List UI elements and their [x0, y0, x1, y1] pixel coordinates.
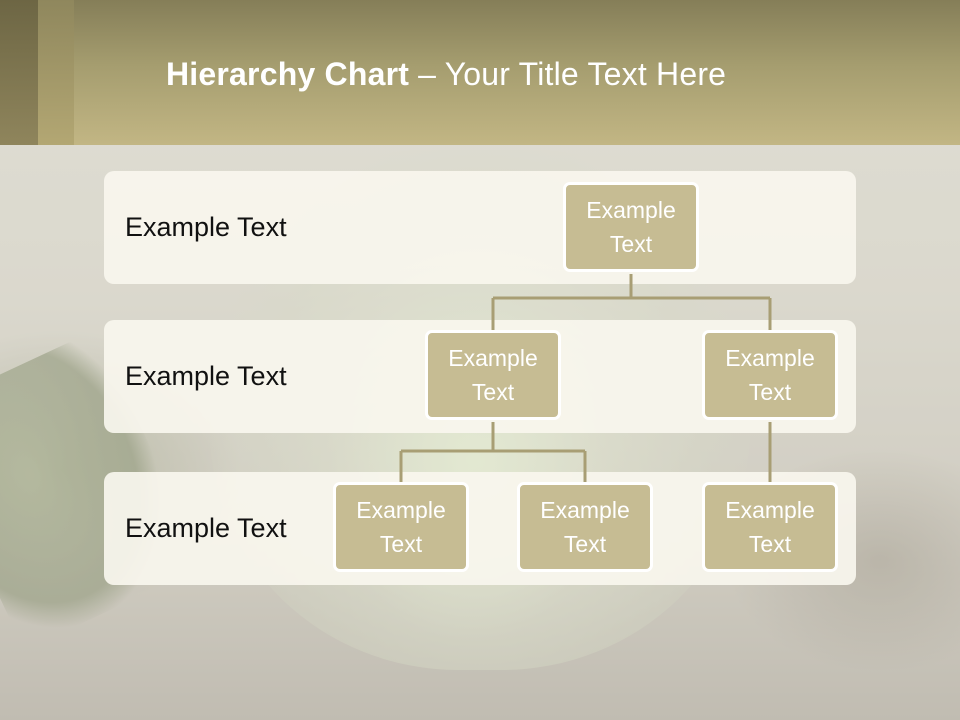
level-label-2[interactable]: Example Text: [125, 361, 287, 391]
node-leaf-3-label: Example Text: [725, 497, 815, 557]
title-bar: Hierarchy Chart – Your Title Text Here: [0, 0, 960, 145]
node-leaf-3[interactable]: Example Text: [702, 482, 838, 572]
slide-title-rest: – Your Title Text Here: [409, 56, 727, 92]
node-leaf-2-label: Example Text: [540, 497, 630, 557]
node-mid-right[interactable]: Example Text: [702, 330, 838, 420]
level-label-1[interactable]: Example Text: [125, 212, 287, 242]
node-leaf-1[interactable]: Example Text: [333, 482, 469, 572]
node-leaf-1-label: Example Text: [356, 497, 446, 557]
node-leaf-2[interactable]: Example Text: [517, 482, 653, 572]
header-accent-strip-light: [38, 0, 74, 145]
level-label-3[interactable]: Example Text: [125, 513, 287, 543]
slide-title-bold: Hierarchy Chart: [166, 56, 410, 92]
node-root[interactable]: Example Text: [563, 182, 699, 272]
slide-title[interactable]: Hierarchy Chart – Your Title Text Here: [166, 56, 726, 93]
header-accent-strip-dark: [0, 0, 38, 145]
level-band-1: Example Text: [104, 171, 856, 284]
node-mid-left[interactable]: Example Text: [425, 330, 561, 420]
node-mid-left-label: Example Text: [448, 345, 538, 405]
node-root-label: Example Text: [586, 197, 676, 257]
node-mid-right-label: Example Text: [725, 345, 815, 405]
